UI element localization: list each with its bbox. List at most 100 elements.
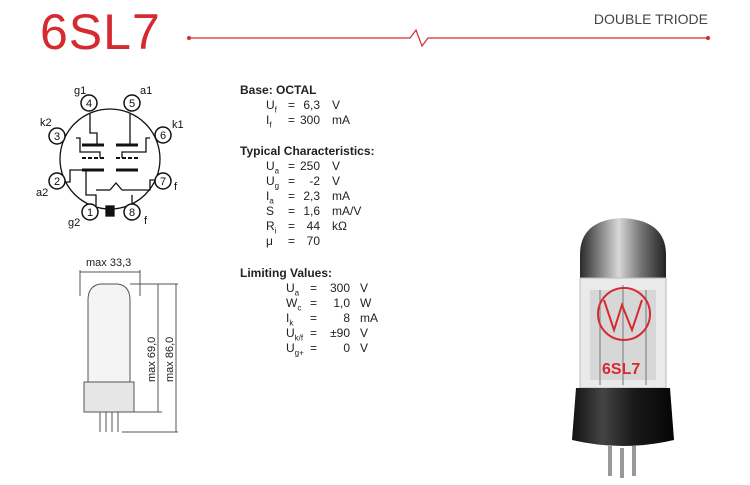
pin-circle — [154, 172, 172, 190]
spec-value: 44 — [306, 219, 320, 233]
spec-equals: = — [310, 341, 318, 355]
pin-number: 5 — [129, 98, 135, 110]
spec-unit: mA/V — [332, 204, 362, 218]
spec-symbol: Ua — [286, 281, 299, 300]
spec-row: Ik = 8 mA — [240, 311, 378, 327]
spec-value: 300 — [329, 281, 350, 295]
typical-heading: Typical Characteristics: — [240, 144, 375, 158]
spec-equals: = — [288, 219, 296, 233]
pinout-diagram — [59, 108, 161, 217]
spec-symbol-main: U — [266, 98, 275, 112]
spec-equals: = — [310, 311, 318, 325]
dimension-drawing — [79, 270, 178, 433]
spec-symbol: Ik — [286, 311, 293, 330]
spec-symbol-main: W — [286, 296, 298, 310]
spec-symbol-sub: i — [274, 226, 277, 236]
spec-unit: V — [360, 326, 369, 340]
spec-symbol-main: U — [266, 159, 275, 173]
spec-value: 0 — [343, 341, 350, 355]
spec-equals: = — [310, 296, 318, 310]
pin-circle — [81, 203, 99, 221]
spec-value: 1,6 — [303, 204, 320, 218]
spec-row: S = 1,6 mA/V — [240, 204, 375, 219]
spec-symbol: Ia — [266, 189, 274, 208]
spec-symbol-main: I — [286, 311, 290, 325]
spec-equals: = — [288, 189, 296, 203]
spec-symbol: Uf — [266, 98, 277, 117]
pin-label: k2 — [40, 117, 52, 129]
spec-equals: = — [288, 98, 296, 112]
spec-unit: mA — [332, 189, 350, 203]
pin-circle — [48, 172, 66, 190]
spec-value: 8 — [343, 311, 350, 325]
spec-row: Ua = 300 V — [240, 281, 368, 297]
spec-symbol-sub: f — [274, 105, 277, 115]
spec-value: -2 — [309, 174, 320, 188]
spec-symbol-sub: c — [297, 303, 302, 313]
pin-number: 2 — [54, 176, 60, 188]
pin-label: a2 — [36, 187, 48, 199]
spec-equals: = — [288, 174, 296, 188]
spec-unit: mA — [360, 311, 378, 325]
pin-circle — [123, 94, 141, 112]
spec-symbol-main: U — [286, 341, 295, 355]
spec-symbol: Ug+ — [286, 341, 304, 360]
limiting-heading: Limiting Values: — [240, 266, 333, 280]
pin-label: a1 — [140, 85, 152, 97]
tube-logo-text: 6SL7 — [602, 361, 640, 378]
spec-unit: V — [332, 98, 341, 112]
spec-symbol: Ua — [266, 159, 279, 178]
spec-symbol: Ri — [266, 219, 276, 238]
spec-symbol: If — [266, 113, 272, 132]
dim-height-total-label: max 86,0 — [164, 337, 176, 382]
spec-symbol: S — [266, 204, 274, 223]
spec-symbol-main: S — [266, 204, 275, 218]
spec-equals: = — [288, 113, 296, 127]
brand-logo — [597, 287, 651, 341]
spec-equals: = — [288, 204, 296, 218]
spec-symbol-sub: a — [274, 166, 280, 176]
spec-unit: kΩ — [332, 219, 347, 233]
spec-row: Ri = 44 kΩ — [240, 219, 375, 235]
pin-label: g2 — [68, 217, 80, 229]
spec-unit: W — [360, 296, 372, 310]
pin-number: 6 — [160, 130, 166, 142]
pin-label: k1 — [172, 119, 184, 131]
pin-circle — [154, 126, 172, 144]
spec-unit: V — [360, 341, 369, 355]
spec-row: Uf = 6,3 V — [240, 98, 340, 114]
dim-height-body-label: max 69,0 — [146, 337, 158, 382]
spec-symbol: Uk/f — [286, 326, 303, 345]
pin-number: 4 — [86, 98, 92, 110]
spec-symbol-sub: g+ — [294, 348, 304, 358]
pin-circle — [123, 203, 141, 221]
pin-label: g1 — [74, 85, 86, 97]
spec-symbol-main: I — [266, 189, 270, 203]
spec-symbol-main: I — [266, 113, 270, 127]
pin-label: f — [174, 181, 178, 193]
spec-unit: V — [332, 159, 341, 173]
spec-equals: = — [310, 281, 318, 295]
spec-symbol-main: U — [266, 174, 275, 188]
spec-symbol-main: μ — [266, 234, 273, 248]
spec-unit: V — [332, 174, 341, 188]
spec-equals: = — [288, 159, 296, 173]
tube-photo: 6SL7 — [572, 218, 674, 478]
spec-unit: V — [360, 281, 369, 295]
base-heading: Base: OCTAL — [240, 83, 317, 97]
page-subtitle: DOUBLE TRIODE — [593, 11, 708, 27]
dim-width-label: max 33,3 — [86, 257, 131, 269]
spec-value: 6,3 — [303, 98, 320, 112]
spec-value: 2,3 — [303, 189, 320, 203]
spec-equals: = — [288, 234, 296, 248]
